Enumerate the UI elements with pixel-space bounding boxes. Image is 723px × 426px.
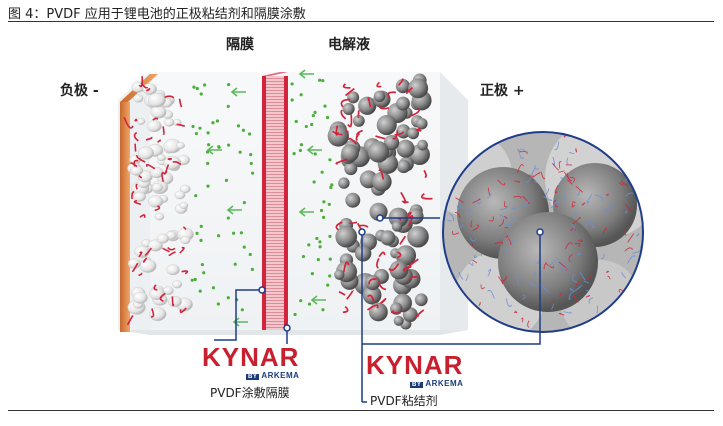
cathode-label: 正极 + xyxy=(480,83,525,99)
callout-dots xyxy=(258,214,544,332)
bottom-rule xyxy=(8,410,714,411)
separator-membrane xyxy=(262,72,288,330)
kynar-wordmark: KYNAR xyxy=(202,342,300,372)
electrolyte-label: 电解液 xyxy=(328,37,370,53)
ion-flow-arrows xyxy=(206,69,326,327)
figure-caption: 图 4：PVDF 应用于锂电池的正极粘结剂和隔膜涂敷 xyxy=(8,7,306,22)
kynar-wordmark: KYNAR xyxy=(366,350,464,380)
callout-lines xyxy=(214,217,541,403)
anode-foil-face xyxy=(120,102,130,332)
anode-label: 负极 - xyxy=(60,83,99,99)
binder-label: PVDF粘结剂 xyxy=(370,394,438,408)
anode-particles xyxy=(123,76,194,326)
separator-coating-label: PVDF涂敷隔膜 xyxy=(210,386,290,400)
separator-label: 隔膜 xyxy=(226,37,254,53)
cathode-particles xyxy=(327,73,433,330)
electrolyte-ions xyxy=(190,78,334,317)
top-rule xyxy=(8,21,714,22)
